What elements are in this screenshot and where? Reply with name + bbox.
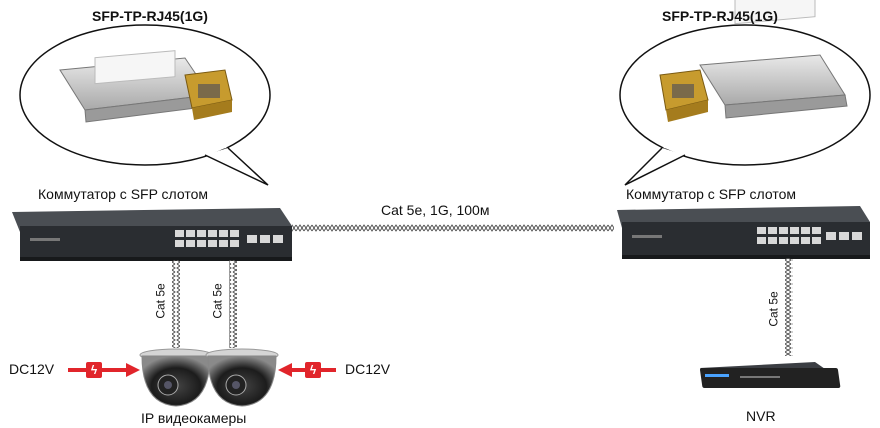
power-arrow-left bbox=[68, 363, 140, 377]
left-module-title: SFP-TP-RJ45(1G) bbox=[92, 8, 208, 24]
nvr-device bbox=[699, 362, 841, 388]
sfp-module-image-right bbox=[659, 0, 848, 122]
uplink-label: Cat 5e, 1G, 100м bbox=[381, 202, 490, 218]
nvr-cable bbox=[785, 258, 793, 356]
camera-link-2-label: Cat 5e bbox=[210, 283, 225, 319]
camera-link-1-label: Cat 5e bbox=[153, 283, 168, 319]
left-switch-label: Коммутатор с SFP слотом bbox=[38, 186, 209, 202]
right-module-title: SFP-TP-RJ45(1G) bbox=[662, 8, 778, 24]
power-right-label: DC12V bbox=[345, 361, 391, 377]
right-switch bbox=[617, 206, 870, 259]
left-module-bubble bbox=[19, 24, 271, 186]
cameras-label: IP видеокамеры bbox=[141, 410, 247, 426]
camera-1 bbox=[139, 348, 213, 407]
camera-cable-1 bbox=[172, 260, 180, 348]
sfp-module-image bbox=[59, 50, 233, 123]
right-module-bubble bbox=[619, 0, 871, 186]
lightning-icon: ϟ bbox=[86, 362, 102, 378]
nvr-link-label: Cat 5e bbox=[766, 291, 781, 327]
power-left-label: DC12V bbox=[9, 361, 55, 377]
uplink-cable bbox=[292, 224, 614, 232]
right-switch-label: Коммутатор с SFP слотом bbox=[626, 186, 797, 202]
camera-2 bbox=[205, 348, 279, 407]
camera-cable-2 bbox=[229, 260, 237, 348]
lightning-icon: ϟ bbox=[305, 362, 321, 378]
nvr-label: NVR bbox=[746, 408, 776, 424]
left-switch bbox=[12, 208, 292, 261]
